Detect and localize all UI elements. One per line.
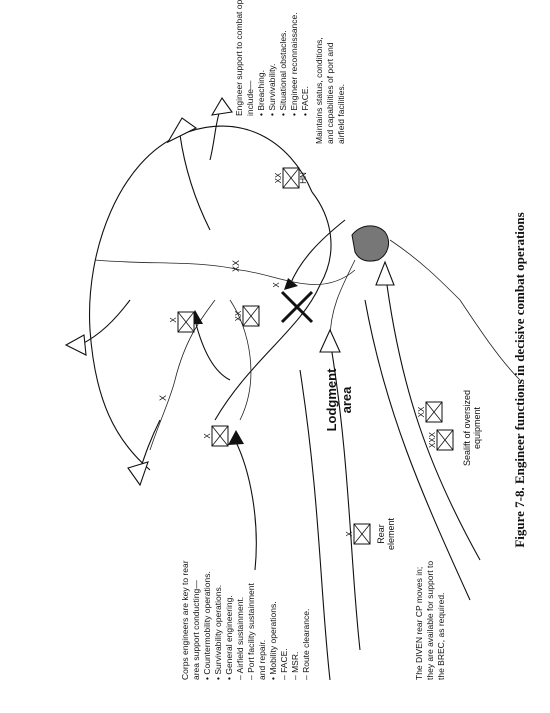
- unit-symbol-sealift-a: [425, 401, 443, 423]
- coastline: [329, 239, 521, 381]
- note-corps-line9: • Mobility operations.: [268, 601, 278, 680]
- echelon-xx-center-unit: XX: [234, 310, 243, 321]
- rear-support-arrow: [234, 439, 257, 571]
- outward-arrow-left-lower: [127, 419, 161, 487]
- echelon-xx-zone: XX: [231, 260, 241, 272]
- note-diven-line2: they are available for support to: [425, 561, 435, 680]
- unit-symbol-sealift-b: [436, 429, 454, 451]
- rear-support-arrowhead: [228, 430, 244, 445]
- movement-arrow-1: [384, 269, 481, 561]
- lodgment-label-line1: Lodgment: [324, 368, 339, 431]
- zone-line-inner: [229, 299, 252, 421]
- sealift-line1: Sealift of oversized: [462, 390, 472, 466]
- note-combat-support-line4: • Survivability.: [267, 64, 277, 116]
- port-area: [351, 225, 389, 262]
- sealift-line2: equipment: [472, 406, 482, 449]
- movement-arrowhead-1: [375, 260, 395, 286]
- echelon-x-upper-unit: X: [169, 317, 178, 323]
- note-combat-support-line6: • Engineer reconnaissance.: [289, 12, 299, 116]
- note-combat-support-line3: • Breaching.: [256, 70, 266, 116]
- figure-caption: Figure 7-8. Engineer functions in decisi…: [512, 212, 527, 547]
- zone-line-xx: [94, 259, 356, 285]
- movement-arrow-4: [299, 369, 331, 681]
- note-port-status-line2: and capabilities of port and: [325, 42, 335, 144]
- diagram-body: XX X X X XX XX X X XX XXX HN: [64, 0, 521, 681]
- unit-symbol-lower-left: [211, 425, 229, 447]
- note-corps-line3: • Countermobility operations.: [202, 571, 212, 680]
- note-port-status-line1: Maintains status, conditions,: [314, 37, 324, 144]
- support-arrowhead-port: [284, 278, 298, 290]
- outward-arrow-top: [166, 117, 211, 231]
- movement-arrow-2: [364, 299, 471, 601]
- note-diven-line1: The DIVEN rear CP moves in;: [414, 567, 424, 680]
- movement-arrow-3: [329, 339, 361, 651]
- echelon-xx-hn-unit: XX: [274, 172, 283, 183]
- echelon-x-lower-unit: X: [203, 433, 212, 439]
- echelon-x-cross: X: [272, 282, 281, 288]
- echelon-x-zone: X: [158, 395, 168, 401]
- echelon-xx-sealift-unit: XX: [417, 406, 426, 417]
- note-corps-line5: • General engineering.: [224, 595, 234, 680]
- echelon-x-rear-unit: X: [345, 531, 354, 537]
- movement-arrowhead-3: [319, 328, 341, 353]
- support-arrow-port: [289, 219, 346, 286]
- note-corps-line12: – Route clearance.: [301, 609, 311, 680]
- unit-symbol-center: [242, 305, 260, 327]
- boundary-arc: [88, 125, 313, 471]
- note-corps-line6: – Airfield sustainment.: [235, 597, 245, 680]
- note-corps-line10: – FACE.: [279, 648, 289, 680]
- note-corps-line4: • Survivability operations.: [213, 585, 223, 680]
- note-combat-support-line5: • Situational obstacles.: [278, 30, 288, 116]
- rear-element-line1: Rear: [376, 524, 386, 544]
- note-corps-line7: – Port facility sustainment: [246, 583, 256, 680]
- note-corps-line8: and repair.: [257, 640, 267, 680]
- lodgment-label-line2: area: [339, 386, 354, 414]
- note-port-status-line3: airfield facilities.: [336, 84, 346, 144]
- outward-arrow-left-upper: [64, 299, 131, 356]
- note-combat-support-line2: include—: [245, 80, 255, 116]
- objective-cross: [280, 290, 314, 324]
- note-combat-support-line7: • FACE.: [300, 86, 310, 116]
- unit-symbol-upper-left: [177, 311, 195, 333]
- boundary-arc-right: [214, 191, 332, 421]
- note-corps-line2: area support conducting—: [191, 580, 201, 680]
- note-combat-support-line1: Engineer support to combat operations: [234, 0, 244, 116]
- rear-element-line2: element: [386, 517, 396, 550]
- outward-arrow-right: [209, 96, 233, 161]
- unit-symbol-hn: [282, 167, 300, 189]
- echelon-xxx-sealift-unit: XXX: [428, 431, 437, 448]
- unit-symbol-rear-element: [353, 523, 371, 545]
- note-corps-line11: – MSR.: [290, 652, 300, 680]
- upper-support-arrow: [194, 319, 231, 381]
- hn-label: HN: [299, 172, 308, 184]
- note-diven-line3: the BREC, as required.: [436, 593, 446, 680]
- zone-line-x: [149, 299, 216, 451]
- note-corps-line1: Corps engineers are key to rear: [180, 560, 190, 680]
